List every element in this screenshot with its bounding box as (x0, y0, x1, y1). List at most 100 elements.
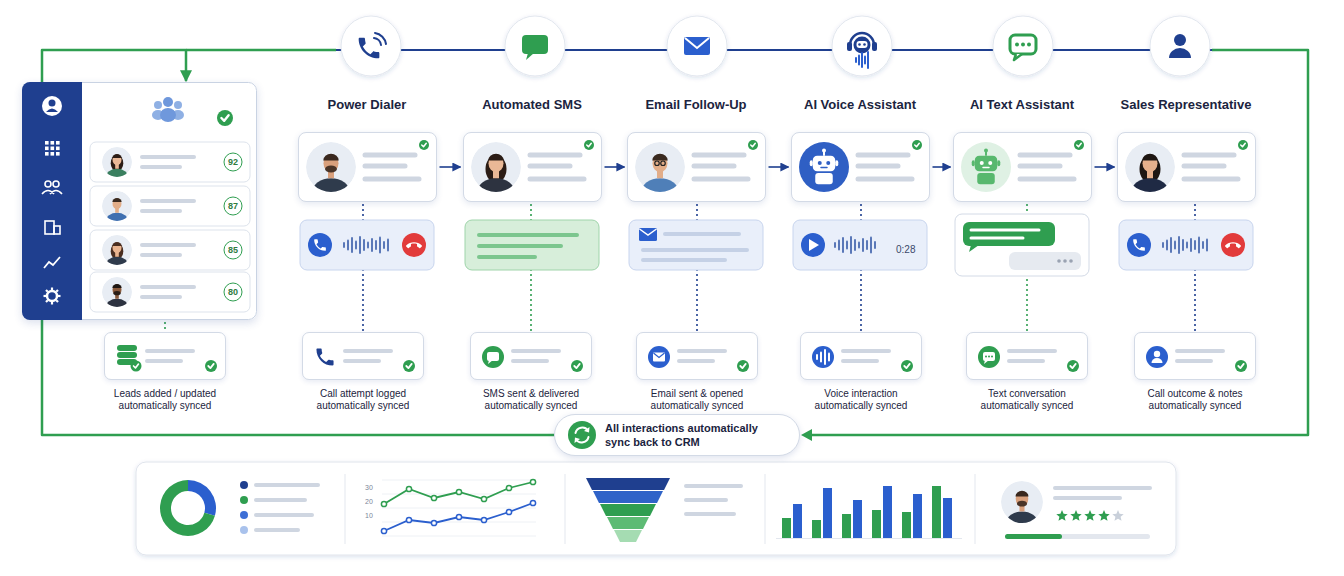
robot-mouth (821, 167, 827, 169)
flow-arrow (933, 166, 951, 168)
headset-pad (872, 42, 877, 51)
typing-dot (1063, 259, 1067, 263)
sync-arrow-head (584, 427, 590, 433)
avatar-body (106, 213, 129, 230)
sync-card (302, 332, 424, 380)
people-icon (42, 191, 62, 195)
wave-bar (838, 241, 840, 250)
placeholder-line (843, 359, 877, 363)
typing-dot (991, 356, 993, 358)
wave-bar (383, 242, 385, 248)
sync-art (967, 333, 1087, 379)
group-icon (154, 101, 162, 109)
funnel-stage (586, 478, 670, 490)
placeholder-line (694, 164, 734, 169)
axis-tick: 10 (365, 512, 373, 519)
robot-antenna-tip (984, 149, 988, 153)
grid-icon (56, 147, 60, 151)
stage-title: Power Dialer (328, 96, 407, 114)
icon-disc (482, 346, 504, 368)
placeholder-line (256, 483, 318, 487)
placeholder-line (694, 153, 744, 158)
sync-box: Email sent & opened automatically synced (633, 332, 761, 412)
placeholder-line (365, 164, 405, 169)
avatar-head (1142, 154, 1157, 172)
check-badge (1238, 140, 1248, 150)
group-icon (160, 108, 176, 122)
placeholder-line (530, 164, 570, 169)
phone-glyph (1225, 238, 1242, 255)
gear-tooth (56, 300, 58, 302)
placeholder-line (1009, 349, 1055, 353)
play-button (801, 233, 825, 257)
voice-panel (793, 220, 927, 270)
avatar-body (477, 178, 515, 201)
phone-glyph (406, 238, 423, 255)
trend-point (456, 489, 461, 494)
placeholder-line (530, 177, 584, 182)
robot-body (815, 173, 833, 184)
trend-point (406, 517, 411, 522)
bar-blue (913, 494, 922, 538)
wave-bar (347, 241, 349, 250)
check-badge (205, 360, 217, 372)
icon-disc (505, 16, 565, 76)
gear-tooth (46, 300, 48, 302)
hangup-button (402, 233, 426, 257)
wave-bar (1206, 240, 1208, 251)
avatar (1125, 142, 1175, 201)
database-disk (117, 352, 137, 358)
placeholder-line (858, 153, 908, 158)
avatar-head (488, 154, 503, 172)
wave-bar (854, 240, 856, 250)
placeholder-line (843, 349, 889, 353)
card-art (299, 133, 436, 201)
check-mark (904, 364, 909, 368)
check-badge (901, 360, 913, 372)
stage-card: Power Dialer (298, 96, 437, 202)
check-badge (131, 361, 142, 372)
sync-card (966, 332, 1088, 380)
loop-line (186, 49, 336, 52)
legend-dot (240, 511, 248, 519)
robot-ground (961, 142, 1011, 192)
envelope-flap (685, 38, 709, 48)
grid-line (382, 536, 536, 537)
wave-bar (1178, 237, 1180, 253)
card-art (954, 133, 1091, 201)
stage-icon (993, 16, 1053, 76)
grid-line (382, 508, 536, 509)
person-head (1174, 34, 1186, 46)
lead-score: 80 (221, 285, 245, 299)
trend-point (481, 517, 486, 522)
panel-divider (565, 474, 566, 544)
bar-green (812, 520, 821, 538)
placeholder-line (686, 484, 741, 488)
contact-card (1117, 132, 1256, 202)
legend-dot (240, 526, 248, 534)
stage-title: AI Text Assistant (970, 96, 1074, 114)
placeholder-line (142, 165, 180, 169)
sync-icon (567, 420, 597, 450)
signal-arc (375, 33, 386, 44)
sync-box: SMS sent & delivered automatically synce… (467, 332, 595, 412)
wave-bar (858, 243, 860, 248)
score-holder: 80 (221, 285, 245, 299)
bubble-tail (1014, 54, 1022, 60)
sync-card (104, 332, 226, 380)
trend-point (506, 485, 511, 490)
grid-icon (56, 152, 60, 156)
robot-body (977, 173, 995, 184)
placeholder-line (345, 359, 379, 363)
gear-tooth (44, 295, 47, 297)
avatar-glasses (654, 161, 659, 166)
rating-star (1112, 510, 1123, 521)
placeholder-line (1055, 496, 1120, 500)
bar-baseline (776, 538, 962, 539)
stage-icon (667, 16, 727, 76)
stage-title: Sales Representative (1121, 96, 1252, 114)
donut-slice (188, 480, 216, 516)
placeholder-line (142, 295, 180, 299)
sms-panel (465, 220, 599, 270)
